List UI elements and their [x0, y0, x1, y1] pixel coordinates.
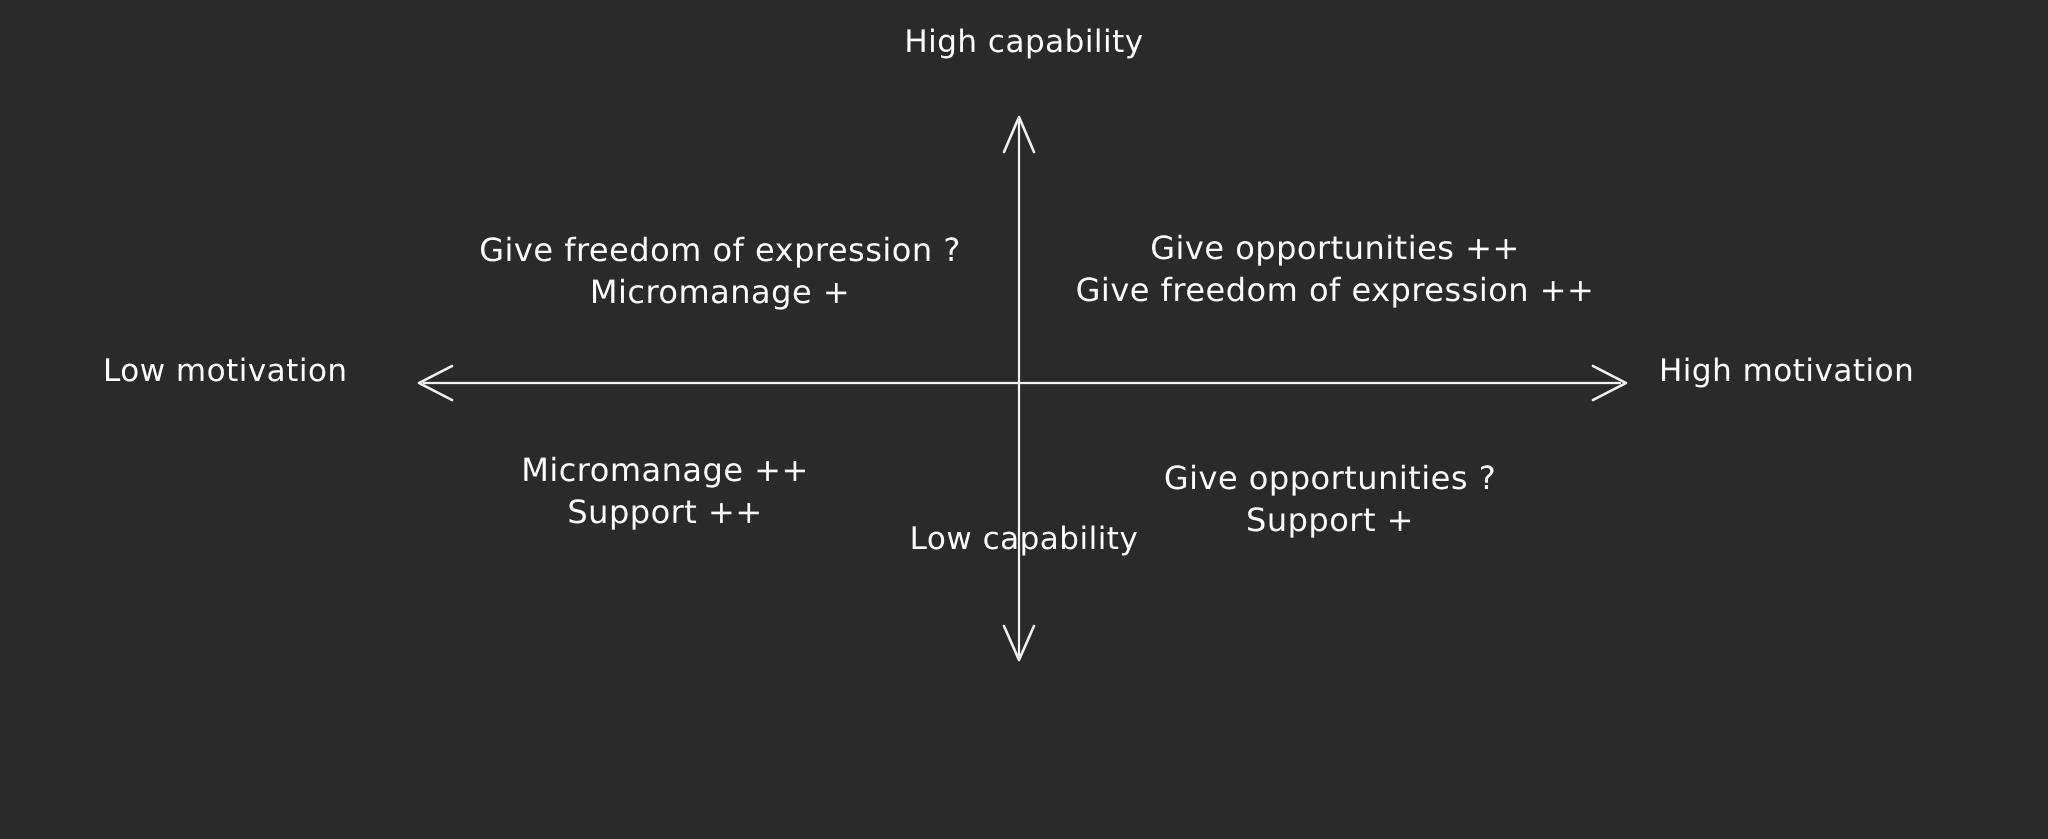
quadrant-bottom-left-line-2: Support ++ — [567, 492, 763, 531]
quadrant-bottom-right-line-2: Support + — [1246, 500, 1414, 539]
quadrant-bottom-left: Micromanage ++ Support ++ — [445, 450, 885, 533]
quadrant-top-left: Give freedom of expression ? Micromanage… — [440, 230, 1000, 313]
axis-label-low-capability: Low capability — [909, 521, 1139, 557]
up-arrowhead-icon — [1002, 115, 1036, 154]
quadrant-bottom-right: Give opportunities ? Support + — [1140, 458, 1520, 541]
left-arrowhead-icon — [417, 364, 454, 402]
quadrant-top-right: Give opportunities ++ Give freedom of ex… — [1045, 228, 1625, 311]
quadrant-bottom-right-line-1: Give opportunities ? — [1163, 459, 1497, 497]
axis-label-low-motivation: Low motivation — [103, 352, 348, 389]
down-arrowhead-icon — [1002, 624, 1036, 662]
right-arrowhead-icon — [1591, 364, 1628, 402]
quadrant-top-left-line-1: Give freedom of expression ? — [479, 231, 961, 269]
quadrant-top-left-line-2: Micromanage + — [589, 272, 851, 311]
axis-label-high-capability: High capability — [904, 24, 1144, 60]
quadrant-top-right-line-2: Give freedom of expression ++ — [1075, 270, 1595, 309]
quadrant-top-right-line-1: Give opportunities ++ — [1150, 229, 1520, 267]
quadrant-bottom-left-line-1: Micromanage ++ — [521, 451, 809, 489]
axis-label-high-motivation: High motivation — [1659, 352, 1915, 389]
